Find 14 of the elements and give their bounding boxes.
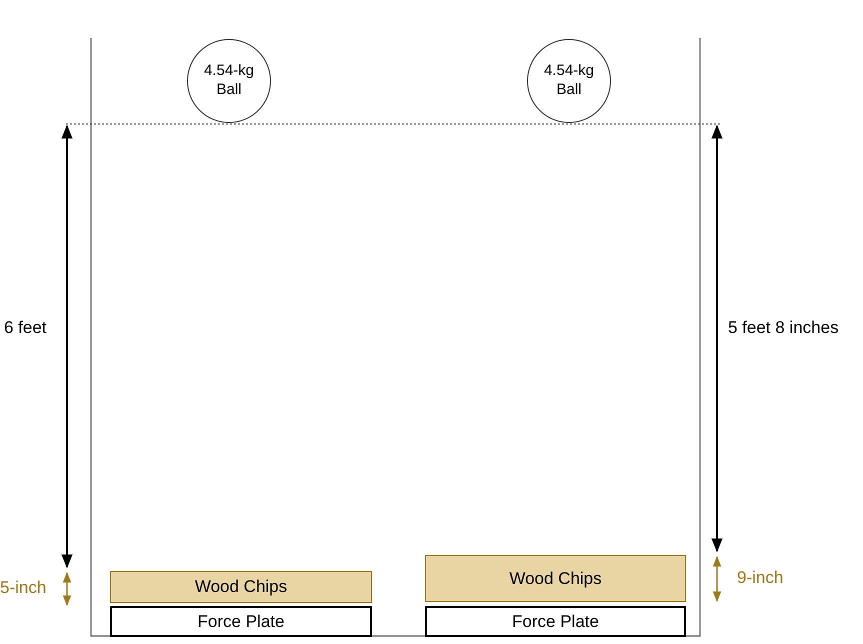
node-label: Wood Chips <box>194 576 288 598</box>
node-label: Force Plate <box>198 610 284 632</box>
node-label: Force Plate <box>512 610 599 632</box>
dimension-label: 6 feet <box>4 318 47 338</box>
node-label: 4.54-kg Ball <box>542 62 596 100</box>
dimension-label: 5-inch <box>0 578 46 598</box>
node-label: 4.54-kg Ball <box>202 62 256 100</box>
wood-chips-layer <box>110 571 372 603</box>
node-label: Wood Chips <box>509 568 602 590</box>
dimension-label: 9-inch <box>737 568 784 588</box>
dimension-label: 5 feet 8 inches <box>728 318 839 338</box>
force-plate <box>425 606 686 637</box>
force-plate <box>110 606 372 637</box>
wood-chips-layer <box>425 555 686 602</box>
